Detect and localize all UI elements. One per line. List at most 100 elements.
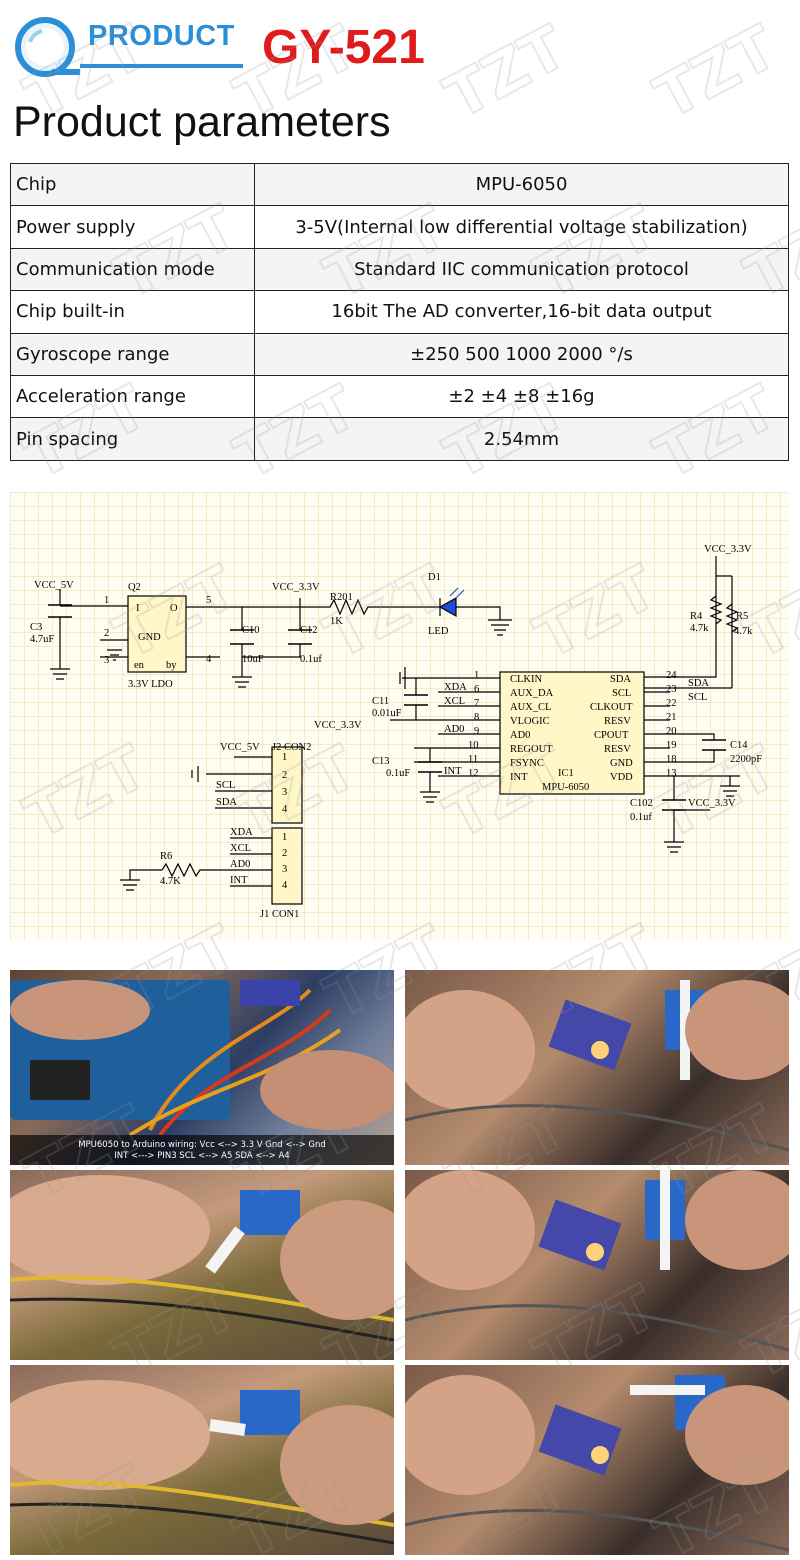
ldo-pin-o: O [170, 603, 178, 614]
ic-pin-resv: RESV [604, 716, 631, 727]
photo-grid: MPU6050 to Arduino wiring: Vcc <--> 3.3 … [0, 965, 800, 1560]
label-r4-value: 4.7k [690, 623, 709, 634]
j1-pin: 1 [282, 832, 287, 843]
photo-servo-5 [405, 1365, 789, 1555]
photo-servo-2 [10, 1170, 394, 1360]
label-j2: J2 CON2 [272, 742, 311, 753]
ic-pin-num: 23 [666, 684, 677, 695]
param-value: ±2 ±4 ±8 ±16g [254, 374, 789, 419]
param-value: 3-5V(Internal low differential voltage s… [254, 205, 789, 249]
wiring-caption-line: MPU6050 to Arduino wiring: Vcc <--> 3.3 … [78, 1140, 326, 1150]
param-key: Communication mode [10, 247, 255, 292]
brand-label: PRODUCT [88, 20, 235, 52]
ic-pin-regout: REGOUT [510, 744, 553, 755]
pin-1: 1 [104, 595, 109, 606]
photo-servo-4 [10, 1365, 394, 1555]
ic-pin-num: 19 [666, 740, 677, 751]
net-scl: SCL [688, 692, 707, 703]
ic-pin-sda: SDA [610, 674, 631, 685]
j1-net-xcl: XCL [230, 843, 251, 854]
param-key: Power supply [10, 205, 255, 249]
ic-pin-vdd: VDD [610, 772, 633, 783]
ic-pin-num: 6 [474, 684, 479, 695]
pin-4: 4 [206, 654, 212, 665]
label-vcc5: VCC_5V [34, 580, 74, 591]
ic-pin-clkout: CLKOUT [590, 702, 633, 713]
param-key: Chip built-in [10, 290, 255, 334]
ic-pin-ad0: AD0 [510, 730, 530, 741]
label-vcc33-d: VCC_3.3V [688, 798, 736, 809]
label-c11-value: 0.01uF [372, 708, 402, 719]
param-value: 16bit The AD converter,16-bit data outpu… [254, 290, 789, 334]
param-value: ±250 500 1000 2000 °/s [254, 332, 789, 376]
ic-pin-clkin: CLKIN [510, 674, 542, 685]
label-c102-value: 0.1uf [630, 812, 652, 823]
photo-arduino-wiring: MPU6050 to Arduino wiring: Vcc <--> 3.3 … [10, 970, 394, 1165]
net-sda: SDA [688, 678, 709, 689]
ic-pin-num: 7 [474, 698, 479, 709]
label-vcc33-a: VCC_3.3V [272, 582, 320, 593]
servo-rotation-image-2 [10, 1380, 394, 1545]
servo-rotation-image [10, 1175, 394, 1342]
ic-pin-num: 1 [474, 670, 479, 681]
label-ic-part: MPU-6050 [542, 782, 589, 793]
label-c102: C102 [630, 798, 653, 809]
param-value: MPU-6050 [254, 162, 789, 207]
label-c14-value: 2200pF [730, 754, 762, 765]
wiring-caption-line: INT <---> PIN3 SCL <--> A5 SDA <--> A4 [114, 1151, 290, 1161]
ic-pin-int: INT [510, 772, 528, 783]
model-title: GY-521 [262, 21, 425, 74]
label-r201-value: 1K [330, 616, 343, 627]
j2-pin: 3 [282, 787, 287, 798]
label-c10-value: 10uF [242, 654, 264, 665]
label-vcc33-c: VCC_3.3V [314, 720, 362, 731]
label-vcc5-b: VCC_5V [220, 742, 260, 753]
brand-underline [80, 64, 243, 68]
label-j1: J1 CON1 [260, 909, 299, 920]
servo-module-image-2 [405, 1170, 789, 1352]
param-key: Pin spacing [10, 417, 255, 461]
ldo-pin-en: en [134, 660, 145, 671]
table-row: Acceleration range±2 ±4 ±8 ±16g [10, 374, 789, 419]
param-key: Chip [10, 162, 255, 207]
photo-servo-3 [405, 1170, 789, 1360]
label-c13: C13 [372, 756, 390, 767]
ic-pin-scl: SCL [612, 688, 631, 699]
label-r201: R201 [330, 592, 353, 603]
ic-pin-resv-2: RESV [604, 744, 631, 755]
net-ad0: AD0 [444, 724, 464, 735]
ic-pin-num: 18 [666, 754, 677, 765]
ic-pin-cpout: CPOUT [594, 730, 629, 741]
label-r4: R4 [690, 611, 703, 622]
j2-pin: 4 [282, 804, 288, 815]
ic-pin-num: 9 [474, 726, 479, 737]
j2-net-scl: SCL [216, 780, 235, 791]
ldo-pin-gnd: GND [138, 632, 161, 643]
ic-pin-vlogic: VLOGIC [510, 716, 550, 727]
label-c14: C14 [730, 740, 748, 751]
label-c13-value: 0.1uF [386, 768, 410, 779]
servo-module-image [405, 980, 789, 1152]
j1-pin: 4 [282, 880, 288, 891]
ic-pin-num: 24 [666, 670, 677, 681]
net-xda: XDA [444, 682, 467, 693]
j1-net-xda: XDA [230, 827, 253, 838]
label-led: LED [428, 626, 449, 637]
label-q2: Q2 [128, 582, 141, 593]
label-c3-value: 4.7uF [30, 634, 54, 645]
label-d1: D1 [428, 572, 441, 583]
param-key: Acceleration range [10, 374, 255, 419]
ic-pin-aux-cl: AUX_CL [510, 702, 551, 713]
label-ic1: IC1 [558, 768, 574, 779]
label-vcc33-b: VCC_3.3V [704, 544, 752, 555]
j2-pin: 1 [282, 752, 287, 763]
ic-pin-fsync: FSYNC [510, 758, 544, 769]
ic-pin-num: 20 [666, 726, 677, 737]
pin-5: 5 [206, 595, 211, 606]
ic-pin-num: 13 [666, 768, 677, 779]
ldo-pin-by: by [166, 660, 177, 671]
